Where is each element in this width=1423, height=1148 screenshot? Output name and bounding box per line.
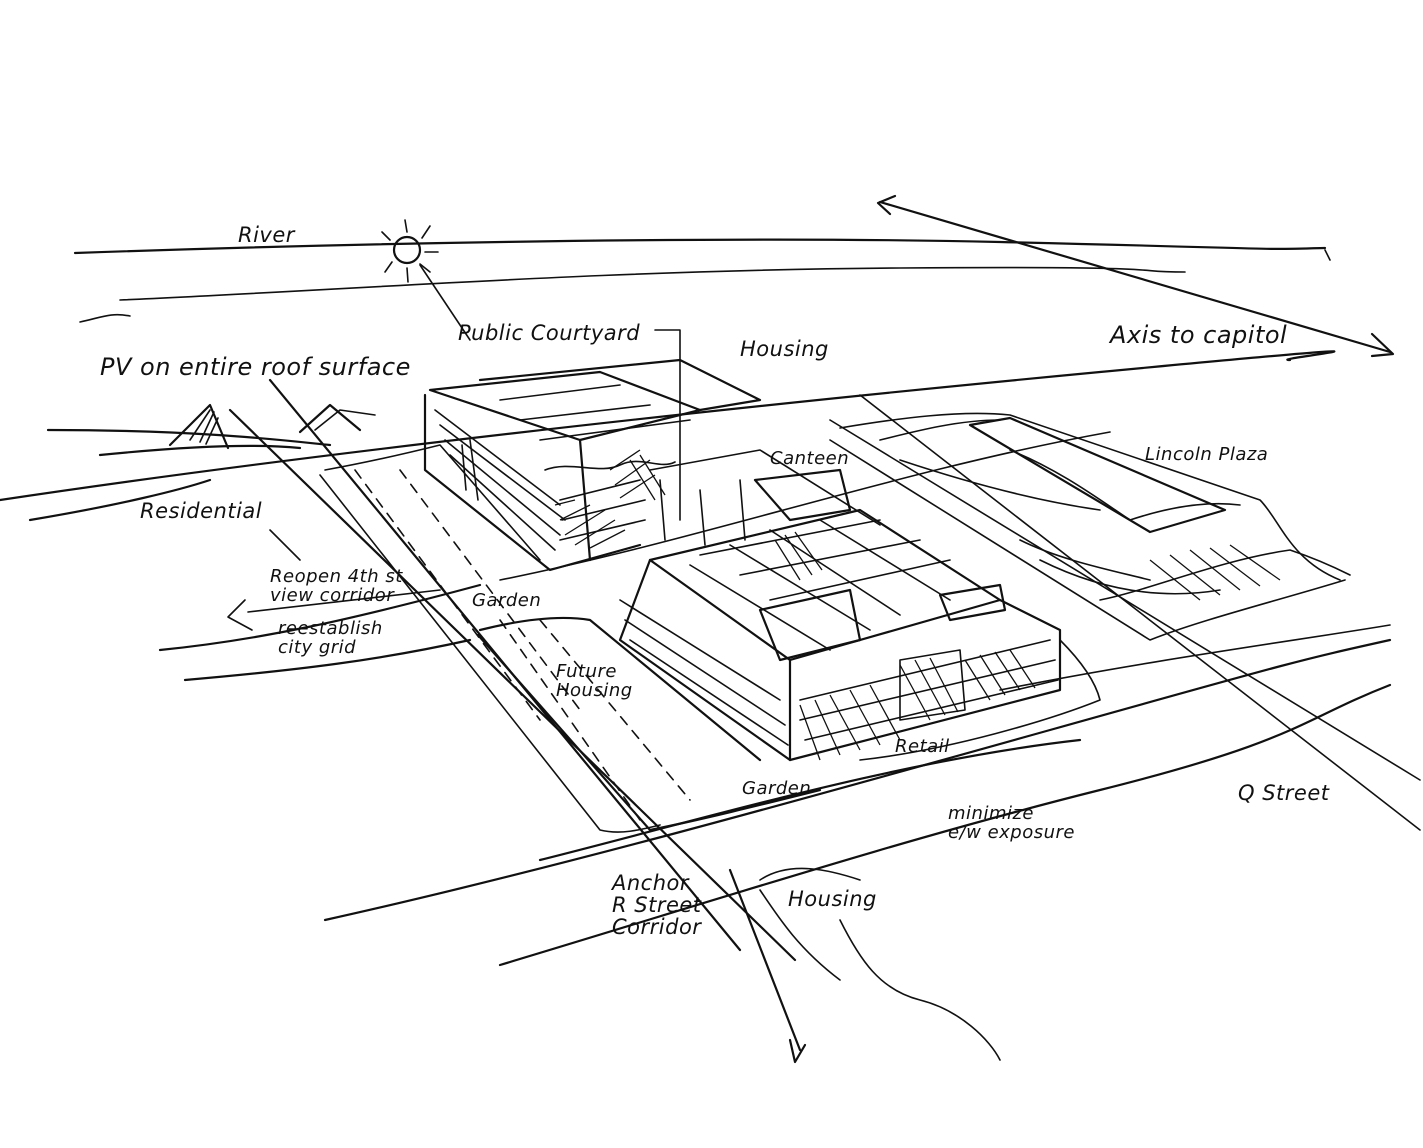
label-retail: Retail <box>895 738 950 757</box>
label-reestablish-grid: reestablish city grid <box>278 620 383 658</box>
label-lincoln-plaza: Lincoln Plaza <box>1145 446 1268 465</box>
label-garden-bottom: Garden <box>742 780 811 799</box>
label-canteen: Canteen <box>770 450 849 469</box>
label-housing-top: Housing <box>740 338 829 360</box>
label-reopen-view-corridor: Reopen 4th st view corridor <box>270 568 403 606</box>
lincoln-plaza-building <box>830 413 1350 640</box>
label-q-street: Q Street <box>1238 782 1329 804</box>
label-housing-bottom: Housing <box>788 888 877 910</box>
label-anchor-r-street: Anchor R Street Corridor <box>612 872 702 938</box>
label-future-housing: Future Housing <box>556 663 633 701</box>
label-public-courtyard: Public Courtyard <box>458 322 640 344</box>
residential-forms <box>170 405 375 448</box>
label-river: River <box>238 224 295 246</box>
building-west <box>425 360 760 570</box>
river-lines <box>75 240 1330 322</box>
sun-icon <box>382 220 470 340</box>
label-residential: Residential <box>140 500 262 522</box>
future-housing-parcel <box>320 445 820 832</box>
label-axis-to-capitol: Axis to capitol <box>1110 323 1287 348</box>
label-minimize-exposure: minimize e/w exposure <box>948 805 1075 843</box>
label-pv-roof: PV on entire roof surface <box>100 355 411 380</box>
label-garden-top: Garden <box>472 592 541 611</box>
